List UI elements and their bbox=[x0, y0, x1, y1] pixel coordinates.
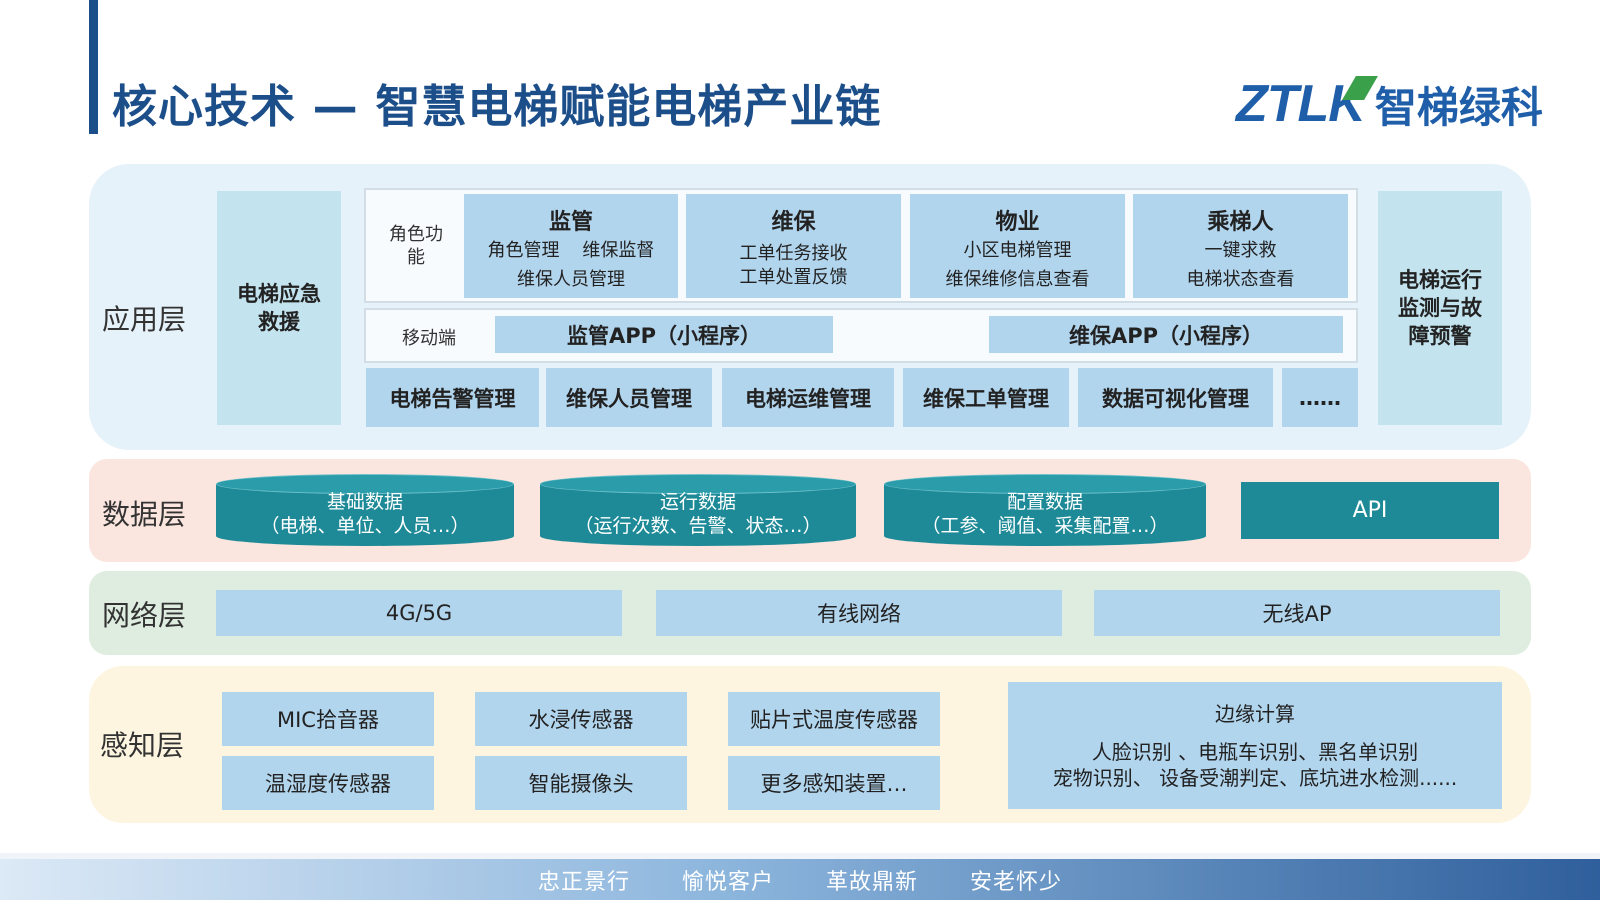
network-wireless-ap: 无线AP bbox=[1094, 590, 1500, 636]
database-detail: （运行次数、告警、状态…） bbox=[574, 515, 822, 537]
logo-latin-text: ZTLK bbox=[1236, 74, 1378, 134]
maintenance-app-box: 维保APP（小程序） bbox=[989, 316, 1343, 353]
footer-divider bbox=[0, 853, 1600, 859]
module-more: …… bbox=[1282, 368, 1358, 427]
role-line: 维保维修信息查看 bbox=[945, 269, 1090, 290]
role-supervision: 监管 角色管理 维保监督 维保人员管理 bbox=[464, 194, 678, 298]
footer-motto: 忠正景行 bbox=[537, 869, 630, 895]
role-function-label: 角色功能 bbox=[389, 224, 443, 268]
network-wired: 有线网络 bbox=[656, 590, 1062, 636]
database-title: 配置数据 bbox=[1006, 491, 1083, 513]
device-more: 更多感知装置… bbox=[728, 756, 940, 810]
module-maintenance-staff: 维保人员管理 bbox=[546, 368, 712, 427]
page-title: 核心技术 — 智慧电梯赋能电梯产业链 bbox=[112, 80, 882, 133]
company-logo: ZTLK 智梯绿科 bbox=[1236, 74, 1543, 134]
role-line: 一键求救 bbox=[1204, 240, 1277, 261]
application-layer-label: 应用层 bbox=[102, 303, 187, 336]
role-title: 维保 bbox=[771, 210, 816, 235]
role-line: 角色管理 维保监督 bbox=[487, 240, 655, 261]
device-mic: MIC拾音器 bbox=[222, 692, 434, 746]
database-detail: （工参、阈值、采集配置…） bbox=[921, 515, 1169, 537]
role-line: 电梯状态查看 bbox=[1186, 269, 1295, 290]
logo-chinese-text: 智梯绿科 bbox=[1374, 82, 1543, 132]
device-humidity-sensor: 温湿度传感器 bbox=[222, 756, 434, 810]
role-title: 监管 bbox=[548, 210, 593, 235]
device-patch-temp-sensor: 贴片式温度传感器 bbox=[728, 692, 940, 746]
title-accent-bar bbox=[89, 0, 98, 134]
network-4g5g: 4G/5G bbox=[216, 590, 622, 636]
role-line: 工单处置反馈 bbox=[739, 267, 848, 288]
module-data-visualization: 数据可视化管理 bbox=[1078, 368, 1273, 427]
sensing-layer-label: 感知层 bbox=[100, 729, 185, 762]
footer-banner: 忠正景行 愉悦客户 革故鼎新 安老怀少 bbox=[0, 859, 1600, 900]
network-layer-label: 网络层 bbox=[102, 599, 187, 632]
footer-motto: 愉悦客户 bbox=[681, 869, 774, 895]
role-maintenance: 维保 工单任务接收 工单处置反馈 bbox=[686, 194, 901, 298]
role-line: 工单任务接收 bbox=[739, 243, 848, 264]
mobile-label: 移动端 bbox=[402, 328, 456, 349]
role-line: 维保人员管理 bbox=[517, 269, 625, 290]
api-box: API bbox=[1241, 482, 1499, 539]
emergency-rescue-box: 电梯应急救援 bbox=[217, 191, 341, 425]
module-alarm-management: 电梯告警管理 bbox=[366, 368, 539, 427]
role-title: 乘梯人 bbox=[1207, 210, 1274, 235]
database-title: 基础数据 bbox=[326, 491, 403, 513]
edge-computing-line: 人脸识别 、电瓶车识别、黑名单识别 bbox=[1091, 739, 1419, 764]
role-passenger: 乘梯人 一键求救 电梯状态查看 bbox=[1133, 194, 1348, 298]
database-config-data: 配置数据 （工参、阈值、采集配置…） bbox=[884, 474, 1206, 546]
database-title: 运行数据 bbox=[659, 491, 736, 513]
module-work-order: 维保工单管理 bbox=[903, 368, 1069, 427]
database-basic-data: 基础数据 （电梯、单位、人员…） bbox=[216, 474, 514, 546]
edge-computing-line: 宠物识别、 设备受潮判定、底坑进水检测...... bbox=[1052, 765, 1458, 790]
edge-computing-title: 边缘计算 bbox=[1215, 701, 1295, 726]
role-property: 物业 小区电梯管理 维保维修信息查看 bbox=[910, 194, 1125, 298]
supervision-app-box: 监管APP（小程序） bbox=[495, 316, 833, 353]
device-smart-camera: 智能摄像头 bbox=[475, 756, 687, 810]
footer-motto: 安老怀少 bbox=[970, 869, 1063, 895]
module-elevator-operation: 电梯运维管理 bbox=[722, 368, 894, 427]
database-operation-data: 运行数据 （运行次数、告警、状态…） bbox=[540, 474, 856, 546]
monitoring-warning-box: 电梯运行监测与故障预警 bbox=[1378, 191, 1502, 425]
database-detail: （电梯、单位、人员…） bbox=[260, 515, 470, 537]
role-title: 物业 bbox=[995, 210, 1040, 235]
data-layer-label: 数据层 bbox=[102, 498, 187, 531]
footer-motto: 革故鼎新 bbox=[826, 869, 919, 895]
edge-computing-box: 边缘计算 人脸识别 、电瓶车识别、黑名单识别 宠物识别、 设备受潮判定、底坑进水… bbox=[1008, 682, 1502, 809]
device-water-sensor: 水浸传感器 bbox=[475, 692, 687, 746]
role-line: 小区电梯管理 bbox=[963, 240, 1072, 261]
